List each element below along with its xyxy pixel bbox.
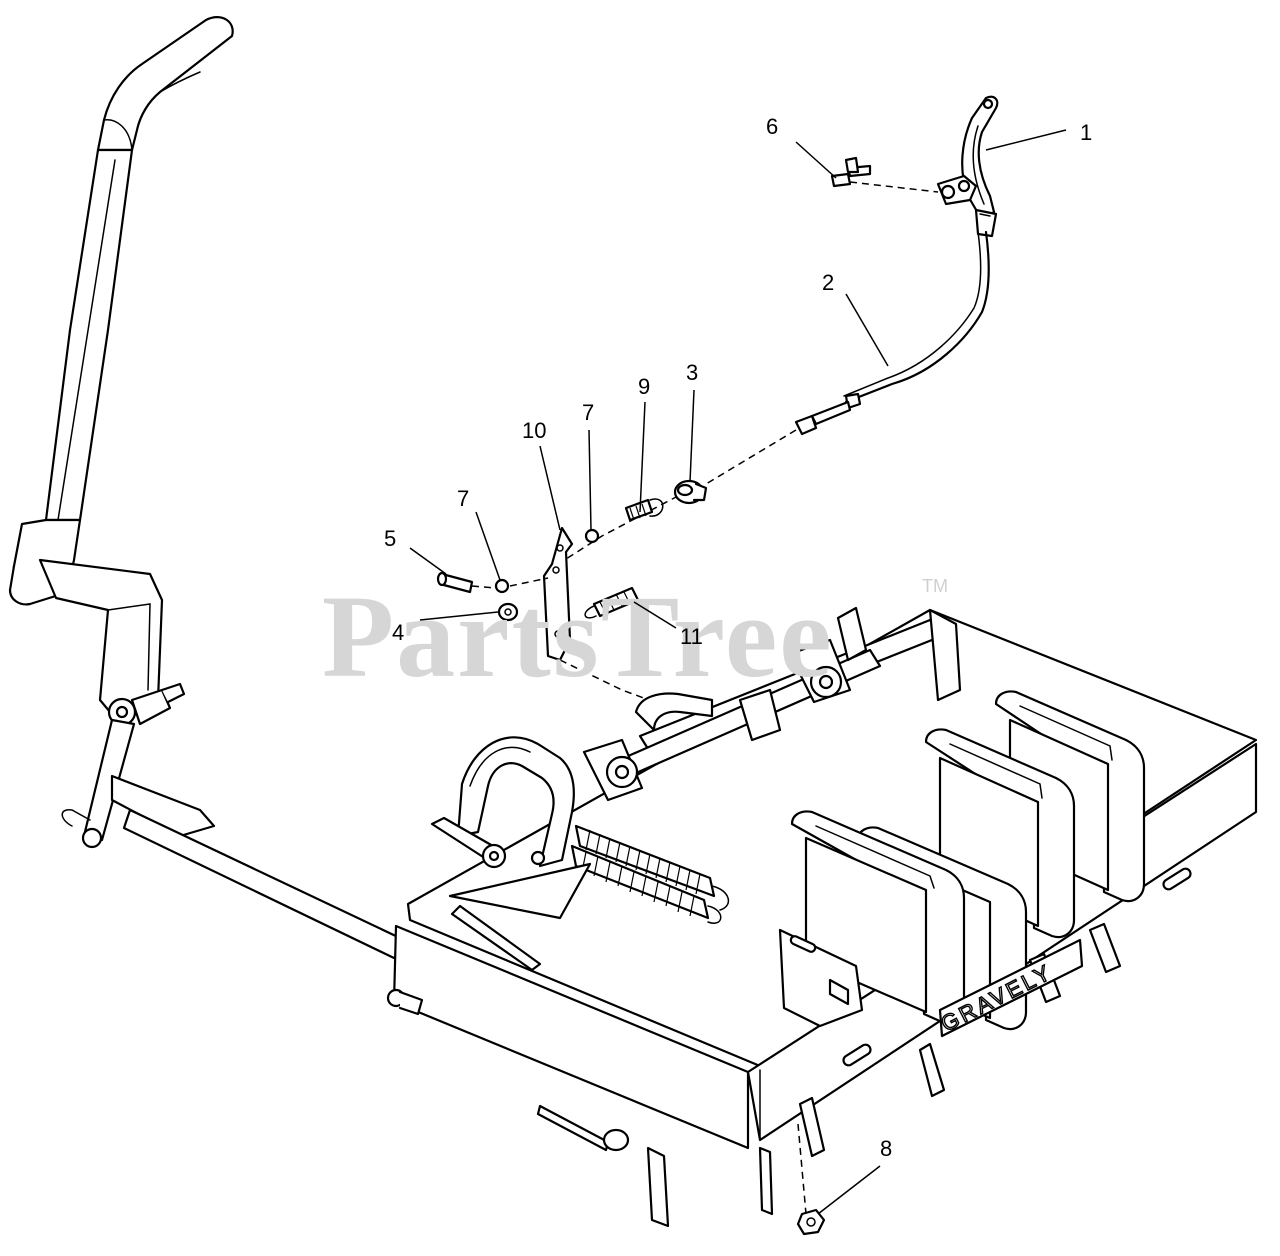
callout-numbers: 1 2 3 4 5 6 7 7 8 9 10 11 — [384, 114, 1092, 1161]
bolt-alignment-line — [849, 181, 939, 193]
callout-7-lower: 7 — [457, 486, 469, 511]
watermark-trademark: TM — [922, 576, 948, 596]
spring-part-9 — [624, 498, 664, 522]
callout-9: 9 — [638, 374, 650, 399]
callout-2: 2 — [822, 270, 834, 295]
control-handle — [8, 16, 408, 960]
pin-alignment-line — [471, 577, 549, 589]
watermark: PartsTree TM — [322, 571, 948, 702]
pin-part-5 — [436, 571, 474, 594]
callout-4: 4 — [392, 620, 404, 645]
callout-10: 10 — [522, 418, 546, 443]
spring-assembly — [430, 816, 730, 972]
nut-part-4 — [497, 602, 519, 622]
callout-1: 1 — [1080, 120, 1092, 145]
bushing-part-3 — [673, 479, 708, 505]
bolts-part-6 — [830, 156, 872, 188]
callout-8: 8 — [880, 1136, 892, 1161]
callout-3: 3 — [686, 360, 698, 385]
spring-part-11 — [584, 586, 640, 619]
hinge-shaft-assembly — [582, 606, 882, 802]
callout-7-upper: 7 — [582, 400, 594, 425]
cable-alignment-line — [551, 429, 797, 569]
weight-bracket — [778, 928, 864, 1028]
callout-5: 5 — [384, 526, 396, 551]
nut-part-7-lower — [494, 578, 510, 594]
washer-part-7-upper — [584, 528, 600, 544]
callout-leaders — [409, 129, 1067, 1215]
lever-part-1 — [936, 95, 999, 238]
nut-part-8 — [796, 1208, 826, 1236]
callout-11: 11 — [680, 624, 703, 649]
watermark-text: PartsTree — [322, 571, 834, 702]
callout-6: 6 — [766, 114, 778, 139]
cable-part-2 — [794, 213, 991, 436]
nut-alignment-line — [797, 1123, 807, 1215]
deck-lift-handle — [456, 736, 575, 868]
